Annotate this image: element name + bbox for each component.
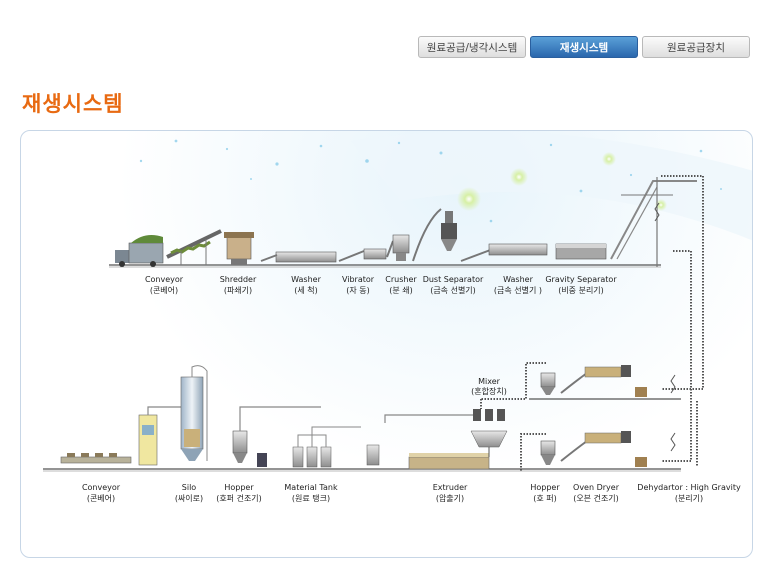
tab-material-supply-cooling[interactable]: 원료공급/냉각시스템 bbox=[418, 36, 526, 58]
label-washer-2: Washer bbox=[503, 275, 533, 284]
label-shredder: Shredder bbox=[220, 275, 257, 284]
label-material-tank: Material Tank bbox=[284, 483, 338, 492]
conveyor-bottom-icon bbox=[60, 453, 132, 464]
label-conveyor-top: Conveyor bbox=[145, 275, 184, 284]
label-dehydrator: Dehydartor : High Gravity bbox=[637, 483, 741, 492]
label-extruder: Extruder bbox=[433, 483, 468, 492]
mixer-icon bbox=[470, 409, 508, 457]
label-oven-dryer-ko: (오븐 건조기) bbox=[573, 493, 619, 503]
label-dust-separator: Dust Separator bbox=[423, 275, 484, 284]
label-shredder-ko: (파쇄기) bbox=[224, 286, 252, 295]
label-mixer-ko: (혼합장치) bbox=[471, 386, 507, 396]
conveyor-top-icon bbox=[166, 229, 222, 265]
dust-separator-icon bbox=[412, 208, 457, 262]
process-flow-diagram: Conveyor (콘베어) Shredder (파쇄기) Washer (세 … bbox=[43, 131, 752, 503]
label-gravity-separator: Gravity Separator bbox=[545, 275, 617, 284]
shredder-icon bbox=[224, 232, 254, 265]
washer-icon bbox=[260, 251, 337, 263]
washer-2-icon bbox=[460, 243, 548, 262]
tab-recycling-system[interactable]: 재생시스템 bbox=[530, 36, 638, 58]
label-conveyor-bottom: Conveyor bbox=[82, 483, 121, 492]
label-hopper-ko: (호 퍼) bbox=[533, 494, 557, 503]
oven-dryer-upper-icon bbox=[560, 365, 647, 397]
transfer-pipes bbox=[480, 175, 704, 471]
hopper-upper-icon bbox=[540, 372, 556, 395]
label-gravity-separator-ko: (비중 분리기) bbox=[558, 286, 604, 295]
crusher-icon bbox=[386, 234, 410, 261]
label-silo: Silo bbox=[182, 483, 197, 492]
bottom-process-line bbox=[43, 365, 681, 472]
bottom-labels: Conveyor (콘베어) Silo (싸이로) Hopper (호퍼 건조기… bbox=[82, 483, 741, 503]
page-title: 재생시스템 bbox=[22, 92, 124, 116]
label-mixer: Mixer bbox=[478, 377, 501, 386]
label-vibrator-ko: (자 동) bbox=[346, 286, 370, 295]
label-hopper: Hopper bbox=[530, 483, 560, 492]
label-dehydrator-ko: (분리기) bbox=[675, 494, 703, 503]
label-extruder-ko: (압출기) bbox=[436, 493, 464, 503]
extruder-icon bbox=[384, 414, 490, 470]
tab-bar: 원료공급/냉각시스템 재생시스템 원료공급장치 bbox=[418, 36, 750, 58]
label-oven-dryer: Oven Dryer bbox=[573, 483, 620, 492]
label-silo-ko: (싸이로) bbox=[175, 493, 203, 503]
truck-icon bbox=[115, 235, 164, 267]
label-hopper-dryer-ko: (호퍼 건조기) bbox=[216, 493, 262, 503]
silo-icon bbox=[180, 365, 208, 461]
label-material-tank-ko: (원료 탱크) bbox=[292, 493, 330, 503]
hopper-dryer-icon bbox=[232, 406, 321, 467]
label-crusher-ko: (분 쇄) bbox=[389, 286, 413, 295]
process-diagram-panel: Conveyor (콘베어) Shredder (파쇄기) Washer (세 … bbox=[20, 130, 753, 558]
label-crusher: Crusher bbox=[385, 275, 417, 284]
material-tank-icon bbox=[292, 426, 361, 468]
background-decoration bbox=[139, 131, 752, 241]
top-labels: Conveyor (콘베어) Shredder (파쇄기) Washer (세 … bbox=[145, 275, 617, 295]
gravity-separator-icon bbox=[555, 243, 607, 260]
feeder-icon bbox=[138, 406, 181, 466]
label-conveyor-top-ko: (콘베어) bbox=[150, 285, 178, 295]
tab-material-supply-device[interactable]: 원료공급장치 bbox=[642, 36, 750, 58]
label-dust-separator-ko: (금속 선별기) bbox=[430, 285, 476, 295]
label-hopper-dryer: Hopper bbox=[224, 483, 254, 492]
top-process-line bbox=[109, 177, 697, 268]
hopper-icon bbox=[540, 440, 556, 465]
oven-dryer-bottom-icon bbox=[560, 431, 647, 467]
label-conveyor-bottom-ko: (콘베어) bbox=[87, 493, 115, 503]
vibrator-icon bbox=[338, 248, 387, 262]
label-washer-ko: (세 척) bbox=[294, 286, 318, 295]
label-washer: Washer bbox=[291, 275, 321, 284]
label-washer-2-ko: (금속 선별기 ) bbox=[494, 285, 542, 295]
label-vibrator: Vibrator bbox=[342, 275, 375, 284]
